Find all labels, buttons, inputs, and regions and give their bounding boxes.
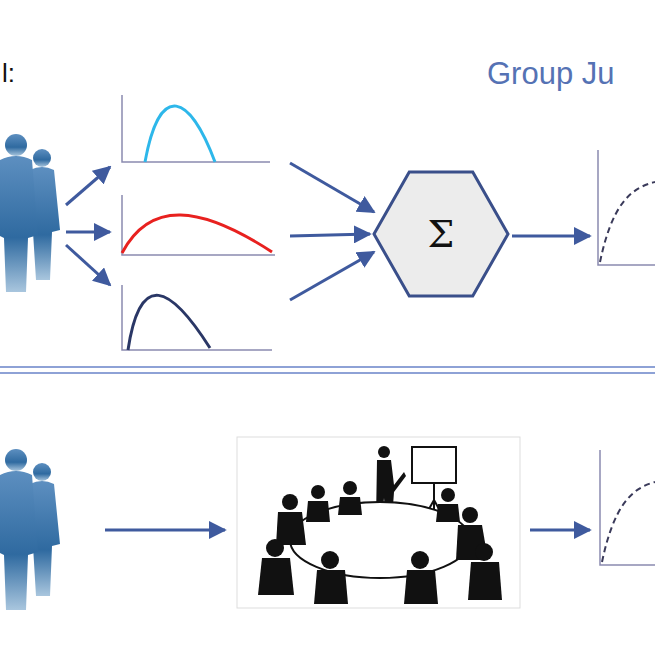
- people-icon: [0, 449, 60, 610]
- plot-axes: [122, 95, 655, 565]
- separator: [0, 366, 655, 368]
- aggregate-curve: [600, 182, 655, 262]
- slide-label: Group Ju: [487, 56, 615, 92]
- distribution-curve: [128, 295, 210, 350]
- people-icon: [0, 134, 60, 292]
- separator: [0, 372, 655, 374]
- meeting-illustration: [237, 437, 520, 608]
- slide-label: l:: [2, 58, 15, 89]
- sum-hexagon: Σ: [372, 170, 510, 298]
- aggregate-curve: [602, 482, 655, 562]
- distribution-curve: [145, 106, 215, 162]
- distribution-curve: [122, 215, 272, 253]
- sum-symbol: Σ: [428, 212, 455, 256]
